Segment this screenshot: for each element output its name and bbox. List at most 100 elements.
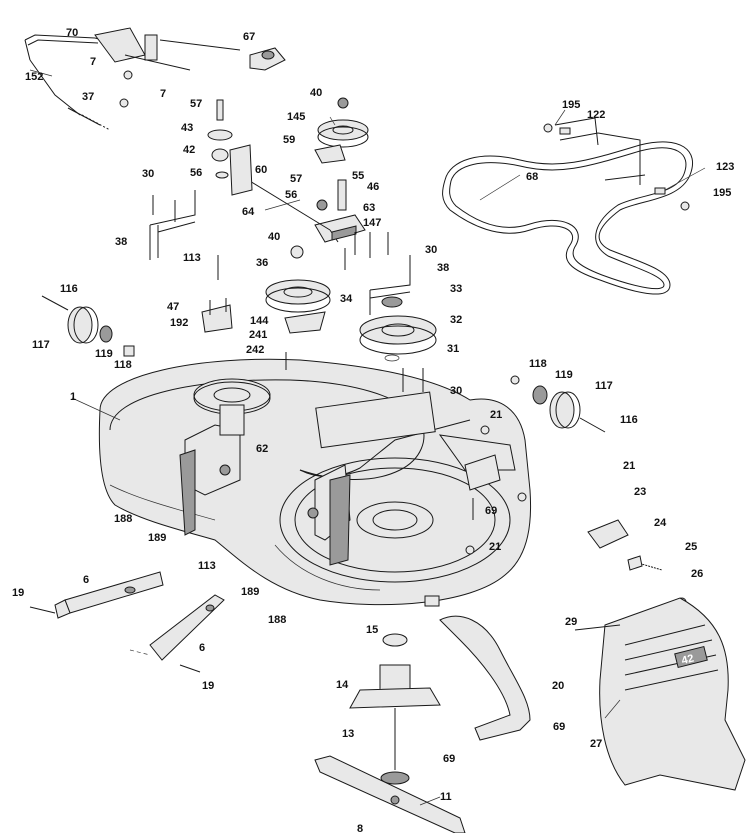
callout-152: 152 (25, 71, 43, 83)
discharge-shield-27: 42 (574, 597, 746, 791)
idler-pulley-145 (314, 97, 369, 164)
callout-19: 19 (12, 587, 24, 599)
callout-46: 46 (367, 181, 379, 193)
baffle-plate-6-upper (54, 571, 164, 619)
callout-122: 122 (587, 109, 605, 121)
deck-spindle-pulley (193, 378, 271, 436)
callout-56: 56 (190, 167, 202, 179)
callout-63: 63 (363, 202, 375, 214)
callout-144: 144 (250, 315, 269, 327)
callout-195: 195 (713, 187, 731, 199)
bracket-47 (201, 298, 233, 333)
callout-11: 11 (440, 791, 452, 803)
callout-188: 188 (114, 513, 132, 525)
callout-69: 69 (553, 721, 565, 733)
knob-67 (249, 47, 286, 71)
callout-195: 195 (562, 99, 580, 111)
callout-labels: 70 67 152 7 7 37 40 57 145 43 59 42 60 5… (12, 27, 734, 833)
callout-117: 117 (595, 380, 613, 392)
callout-113: 113 (183, 252, 201, 264)
callout-24: 24 (654, 517, 667, 529)
callout-43: 43 (181, 122, 193, 134)
callout-27: 27 (590, 738, 602, 750)
callout-189: 189 (241, 586, 259, 598)
callout-69: 69 (443, 753, 455, 765)
callout-34: 34 (340, 293, 353, 305)
shield-marking: 42 (680, 653, 695, 668)
callout-57: 57 (190, 98, 202, 110)
callout-119: 119 (555, 369, 573, 381)
bracket-38-right (369, 255, 411, 315)
callout-118: 118 (114, 359, 132, 371)
callout-14: 14 (336, 679, 349, 691)
callout-37: 37 (82, 91, 94, 103)
callout-7: 7 (90, 56, 96, 68)
callout-26: 26 (691, 568, 703, 580)
idler-pulley-36 (265, 279, 331, 334)
callout-32: 32 (450, 314, 462, 326)
callout-30: 30 (425, 244, 437, 256)
callout-70: 70 (66, 27, 78, 39)
callout-23: 23 (634, 486, 646, 498)
callout-64: 64 (242, 206, 255, 218)
callout-57: 57 (290, 173, 302, 185)
engagement-lever-assembly (24, 27, 241, 131)
idler-bracket-60 (207, 99, 253, 196)
callout-40: 40 (268, 231, 280, 243)
deck-bracket-right (307, 464, 351, 566)
callout-6: 6 (199, 642, 205, 654)
idler-arm-assembly (239, 174, 366, 243)
callout-118: 118 (529, 358, 547, 370)
callout-33: 33 (450, 283, 462, 295)
callout-116: 116 (60, 283, 78, 295)
callout-59: 59 (283, 134, 295, 146)
callout-116: 116 (620, 414, 638, 426)
callout-189: 189 (148, 532, 166, 544)
callout-8: 8 (357, 823, 363, 833)
callout-188: 188 (268, 614, 286, 626)
callout-7: 7 (160, 88, 166, 100)
baffle-plate-6-lower (129, 594, 225, 661)
callout-68: 68 (526, 171, 538, 183)
gauge-wheel-right (510, 375, 606, 433)
callout-36: 36 (256, 257, 268, 269)
drive-belt-68 (442, 141, 693, 295)
leader-lines (29, 69, 706, 806)
callout-38: 38 (115, 236, 127, 248)
callout-145: 145 (287, 111, 305, 123)
callout-56: 56 (285, 189, 297, 201)
callout-13: 13 (342, 728, 354, 740)
callout-30: 30 (450, 385, 462, 397)
callout-40: 40 (310, 87, 322, 99)
callout-38: 38 (437, 262, 449, 274)
spindle-pulley-32 (359, 296, 437, 362)
callout-21: 21 (489, 541, 501, 553)
deflector-bracket-20 (439, 615, 531, 741)
callout-55: 55 (352, 170, 364, 182)
callout-119: 119 (95, 348, 113, 360)
callout-113: 113 (198, 560, 216, 572)
callout-15: 15 (366, 624, 378, 636)
callout-6: 6 (83, 574, 89, 586)
bolts-195 (543, 123, 690, 211)
callout-147: 147 (363, 217, 381, 229)
callout-42: 42 (183, 144, 195, 156)
deck-bracket-rear (464, 454, 501, 491)
callout-21: 21 (623, 460, 635, 472)
callout-242: 242 (246, 344, 264, 356)
callout-31: 31 (447, 343, 459, 355)
deck-bracket-left (179, 424, 241, 536)
callout-29: 29 (565, 616, 577, 628)
callout-117: 117 (32, 339, 50, 351)
bracket-38-left (149, 190, 196, 260)
callout-60: 60 (255, 164, 267, 176)
callout-47: 47 (167, 301, 179, 313)
deflector-hinge-23 (587, 519, 663, 571)
callout-67: 67 (243, 31, 255, 43)
belt-guide-122 (554, 117, 666, 195)
callout-192: 192 (170, 317, 188, 329)
callout-20: 20 (552, 680, 564, 692)
callout-19: 19 (202, 680, 214, 692)
